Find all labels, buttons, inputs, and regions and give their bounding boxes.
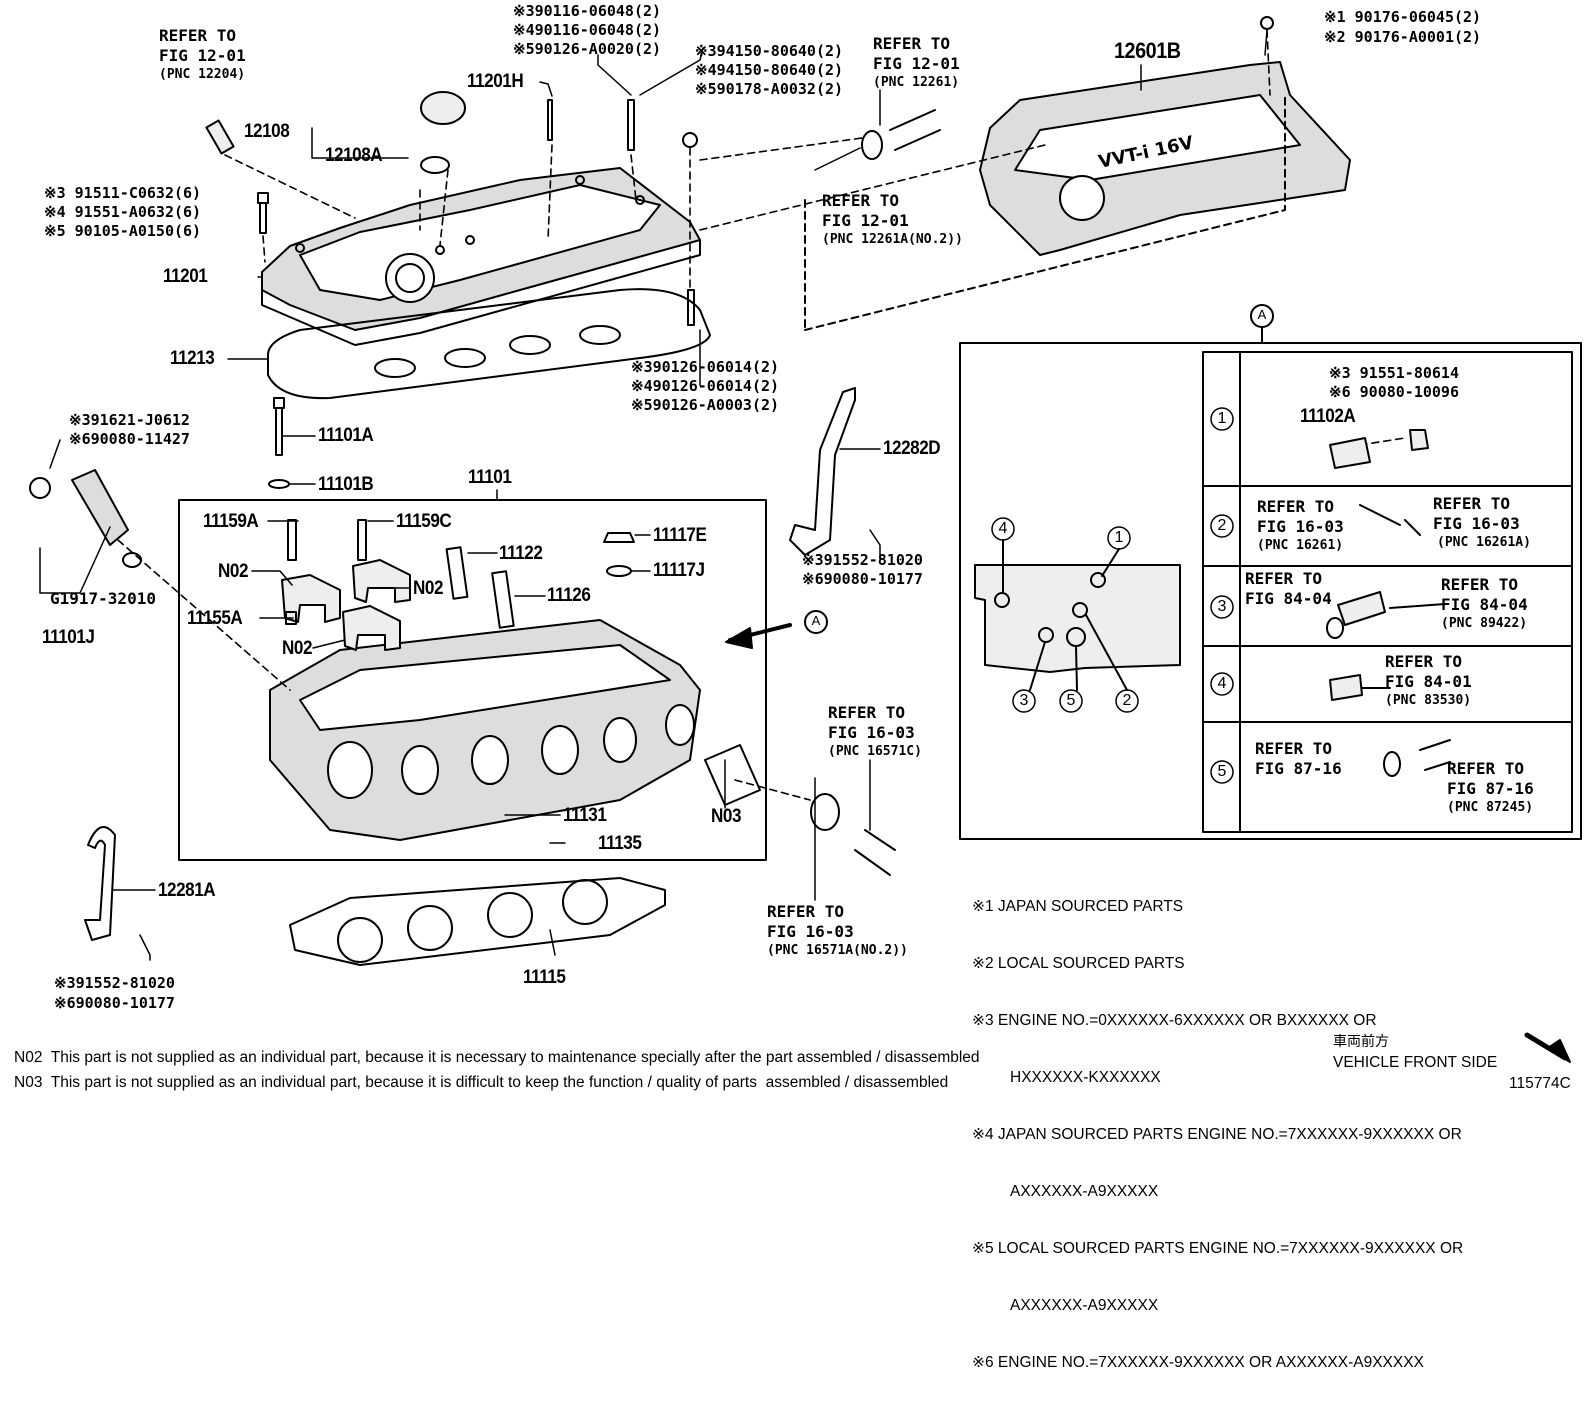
bracket-12282d [789,387,856,556]
part-label: 12108 [244,121,290,142]
part-label: 11101A [318,425,374,446]
part-label: 11122 [499,543,543,564]
part-label: N03 [711,806,742,827]
part-label: 12281A [158,880,216,901]
camshaft-caps [281,519,411,651]
part-label: N02 [282,638,313,659]
detail-table [1202,351,1573,833]
detail-block-view [974,539,1181,691]
part-label: 11213 [170,348,215,369]
part-number-group: ※391552-81020※690080-10177 [802,551,923,588]
circle-number: 4 [998,520,1008,537]
cylinder-head [269,619,701,841]
note-n03: N03 This part is not supplied as an indi… [14,1074,949,1091]
circle-number: 2 [1122,692,1132,709]
part-number-group: ※1 90176-06045(2)※2 90176-A0001(2) [1324,8,1482,46]
head-cover-gasket [267,288,711,400]
part-label: G1917-32010 [50,589,156,608]
detail-a-label: A [811,613,821,628]
legend: ※1 JAPAN SOURCED PARTS ※2 LOCAL SOURCED … [972,898,1464,1371]
hook-12281a [84,826,116,941]
circle-number: 3 [1217,598,1227,615]
circle-number: 1 [1217,410,1227,427]
part-label: 12601B [1114,38,1181,63]
part-number-group: ※390126-06014(2)※490126-06014(2)※590126-… [631,358,780,414]
head-cover [261,167,701,346]
circle-number: 5 [1217,763,1227,780]
detail-a-label: A [1257,307,1267,322]
part-label: 11159C [396,511,452,532]
part-label: N02 [413,578,444,599]
part-label: 11131 [563,805,607,826]
part-label: 11155A [187,608,243,629]
part-number-group: ※3 91551-80614※6 90080-10096 [1329,364,1459,401]
note-n02: N02 This part is not supplied as an indi… [14,1049,980,1066]
part-label: 11117E [653,525,707,546]
part-number-group: ※391621-J0612※690080-11427 [69,411,190,448]
circle-number: 5 [1066,692,1076,709]
part-label: N02 [218,561,249,582]
part-label: 11102A [1300,406,1356,427]
part-number-group: ※394150-80640(2)※494150-80640(2)※590178-… [695,42,844,98]
detail-a-box [959,342,1582,840]
front-side-en: VEHICLE FRONT SIDE [1333,1054,1498,1071]
part-label: 11135 [598,833,642,854]
part-number-group: ※3 91511-C0632(6)※4 91551-A0632(6)※5 901… [44,184,202,240]
part-label: 11201H [467,71,524,92]
part-number-group: ※390116-06048(2)※490116-06048(2)※590126-… [513,2,662,58]
cylinder-head-gasket [289,877,666,966]
part-label: 11101 [468,467,512,488]
part-label: 11117J [653,560,705,581]
engine-cover: VVT-i 16V [979,61,1351,256]
part-label: 12108A [325,145,383,166]
circle-number: 1 [1114,529,1124,546]
detail-circle-markers [991,407,1234,784]
front-side-jp: 車両前方 [1333,1033,1389,1049]
part-label: 12282D [883,438,941,459]
figure-id: 115774C [1509,1075,1571,1092]
part-label: 11201 [163,266,208,287]
circle-number: 2 [1217,517,1227,534]
part-label: 11159A [203,511,259,532]
part-label: 11101B [318,474,374,495]
part-label: 11101J [42,627,95,648]
part-label: 11115 [523,967,566,988]
part-label: 11126 [547,585,591,606]
circle-number: 3 [1019,692,1029,709]
parts-diagram: VVT-i 16V [29,16,1582,1063]
head-bolt [268,397,290,489]
cylinder-head-box [178,499,767,861]
part-number-group: ※391552-81020※690080-10177 [54,974,175,1012]
circle-number: 4 [1217,675,1227,692]
